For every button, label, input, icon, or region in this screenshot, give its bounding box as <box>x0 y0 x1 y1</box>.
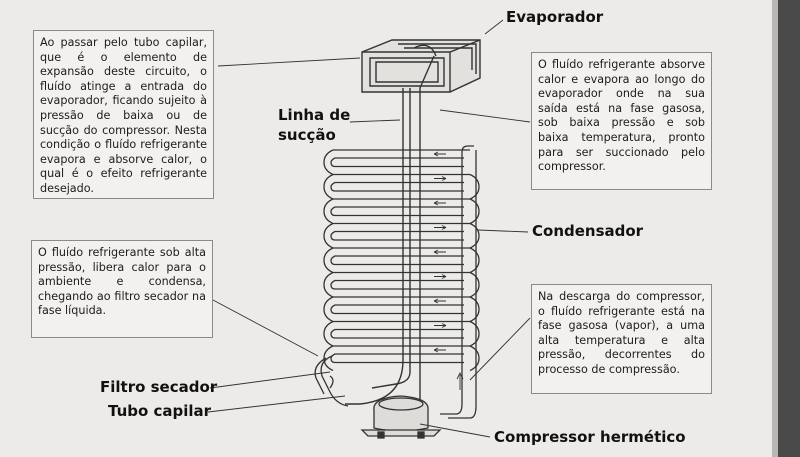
label-suction-line-1: Linha de <box>278 106 351 124</box>
flow-arrows <box>433 151 447 353</box>
filter-drier-shape <box>314 355 349 407</box>
note-compressor: Na descarga do compressor, o fluído refr… <box>531 284 712 394</box>
label-suction-line-2: sucção <box>278 126 336 144</box>
page-edge <box>778 0 800 457</box>
label-condenser: Condensador <box>532 222 644 240</box>
flow-arrow <box>433 249 446 255</box>
evaporator-shape <box>361 39 481 93</box>
label-hermetic-compressor: Compressor hermético <box>494 428 686 446</box>
leader-lines <box>207 19 531 438</box>
flow-arrow <box>434 274 447 279</box>
note-condenser: O fluído refrigerante sob alta pressão, … <box>31 240 213 338</box>
flow-arrow <box>434 323 447 328</box>
flow-arrow <box>433 298 446 304</box>
flow-arrow <box>433 151 446 157</box>
flow-arrow <box>433 200 446 206</box>
label-filter-drier: Filtro secador <box>100 378 218 396</box>
label-capillary-tube: Tubo capilar <box>108 402 212 420</box>
label-evaporator: Evaporador <box>506 8 604 26</box>
note-evaporator: O fluído refrigerante absorve calor e ev… <box>531 52 712 190</box>
flow-arrow <box>434 176 447 181</box>
note-capillary-tube: Ao passar pelo tubo capilar, que é o ele… <box>33 30 214 199</box>
discharge-line <box>440 145 477 419</box>
compressor-shape <box>360 395 442 439</box>
page-edge-shadow <box>772 0 778 457</box>
flow-arrow <box>433 347 446 353</box>
suction-line <box>345 55 435 405</box>
flow-arrow <box>434 225 447 230</box>
condenser-coil <box>323 149 480 372</box>
